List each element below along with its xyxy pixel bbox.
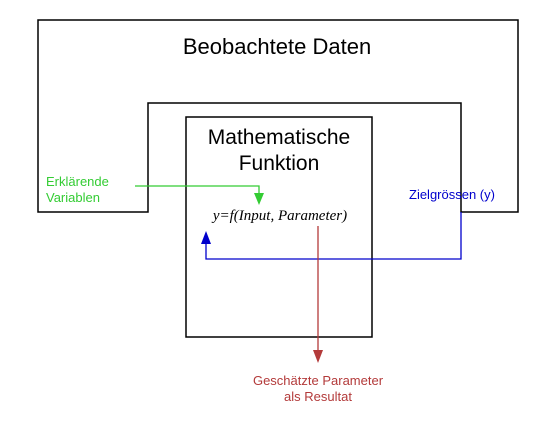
result-label-line2: als Resultat — [284, 389, 352, 404]
math-function-title-line2: Funktion — [239, 152, 320, 175]
target-arrow-head — [201, 231, 211, 244]
formula-text: y=f(Input, Parameter) — [211, 208, 347, 224]
math-function-title-line1: Mathematische — [208, 126, 350, 149]
math-function-box — [185, 116, 373, 338]
result-arrow-head — [313, 350, 323, 363]
input-label-line1: Erklärende — [46, 174, 109, 189]
input-arrow-line — [135, 185, 260, 193]
target-arrow-line — [205, 212, 462, 260]
input-arrow-head — [254, 193, 264, 205]
target-label: Zielgrössen (y) — [409, 187, 495, 202]
observed-data-frame — [37, 19, 519, 213]
result-label-line1: Geschätzte Parameter — [253, 373, 384, 388]
input-label-line2: Variablen — [46, 190, 100, 205]
observed-data-title: Beobachtete Daten — [183, 34, 371, 59]
